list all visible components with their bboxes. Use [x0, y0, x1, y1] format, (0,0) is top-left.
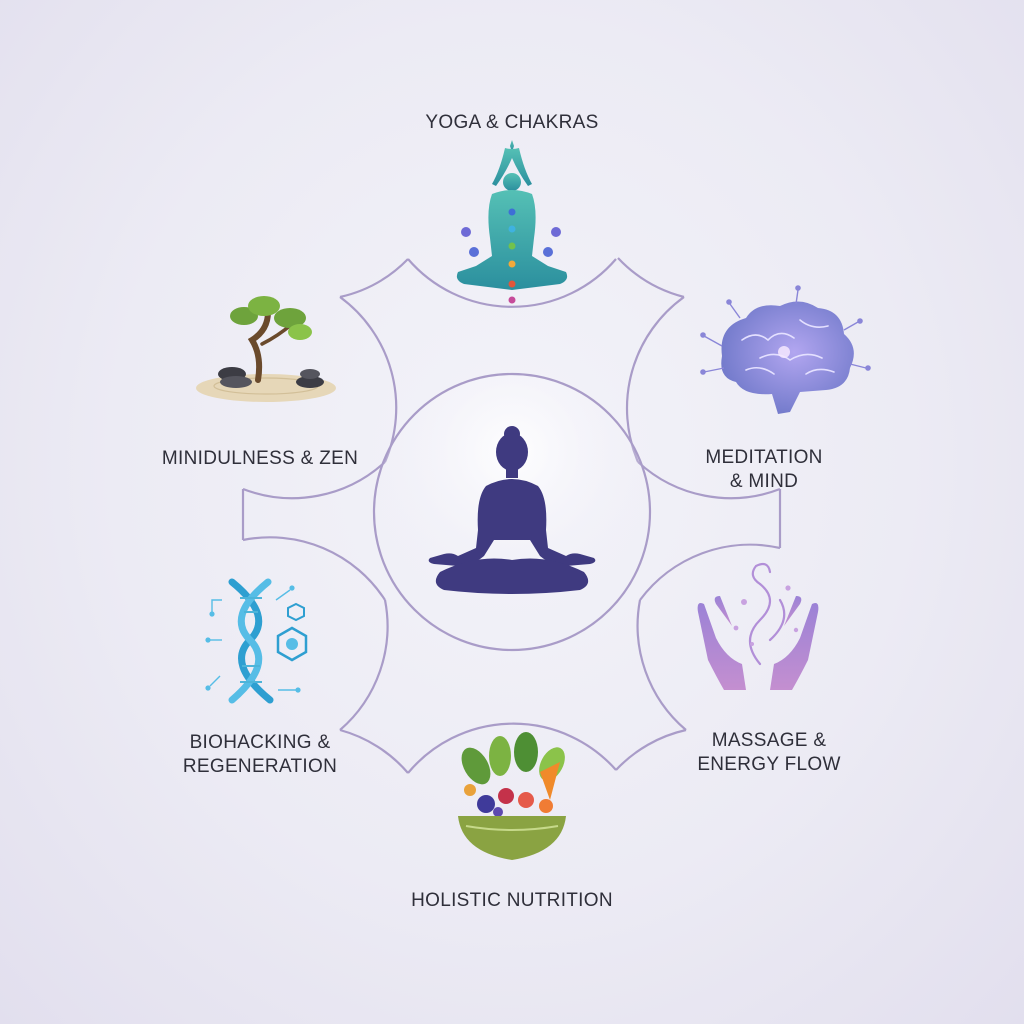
- lower-left-join: [339, 728, 409, 774]
- label-meditation-mind: MEDITATION & MIND: [684, 446, 844, 494]
- nutrition-section-ring: [407, 722, 617, 774]
- center-circle: [372, 372, 652, 652]
- lower-right-arc: [639, 543, 781, 601]
- brain-icon: [700, 285, 871, 414]
- section-rings: [241, 257, 782, 774]
- upper-right-arc: [637, 461, 781, 500]
- biohacking-inner-arc: [339, 599, 389, 731]
- label-massage-line-1: MASSAGE &: [711, 730, 827, 751]
- meditation-inner-arc: [625, 296, 685, 463]
- label-yoga-line-1: YOGA & CHAKRAS: [425, 112, 599, 133]
- yoga-chakra-figure-icon: [456, 140, 568, 304]
- massage-inner-arc: [636, 599, 687, 731]
- label-mindfulness-line-1: MINIDULNESS & ZEN: [161, 448, 359, 469]
- dna-helix-icon: [205, 578, 308, 704]
- label-massage-energy-flow: MASSAGE & ENERGY FLOW: [684, 729, 854, 777]
- salad-bowl-icon: [458, 732, 566, 860]
- lower-right-join: [615, 728, 687, 771]
- meditating-figure-icon: [428, 426, 596, 594]
- label-mindfulness-zen: MINIDULNESS & ZEN: [150, 447, 370, 471]
- mindfulness-inner-arc: [339, 296, 398, 463]
- label-nutrition-line-1: HOLISTIC NUTRITION: [411, 890, 613, 911]
- lower-left-arc: [242, 536, 386, 601]
- upper-left-arc: [242, 461, 386, 500]
- label-meditation-line-1: MEDITATION: [705, 447, 823, 468]
- upper-left-join: [339, 258, 409, 299]
- label-massage-line-2: ENERGY FLOW: [697, 754, 841, 775]
- label-yoga-chakras: YOGA & CHAKRAS: [402, 111, 622, 135]
- hands-energy-icon: [697, 562, 819, 690]
- yoga-section-ring: [407, 258, 617, 308]
- label-biohacking-line-2: REGENERATION: [182, 756, 338, 777]
- label-biohacking-regeneration: BIOHACKING & REGENERATION: [170, 731, 350, 779]
- bonsai-zen-stones-icon: [196, 296, 336, 402]
- label-meditation-line-2: & MIND: [729, 471, 799, 492]
- label-biohacking-line-1: BIOHACKING &: [189, 732, 331, 753]
- label-holistic-nutrition: HOLISTIC NUTRITION: [386, 889, 638, 913]
- meditation-section-ring: [617, 257, 685, 299]
